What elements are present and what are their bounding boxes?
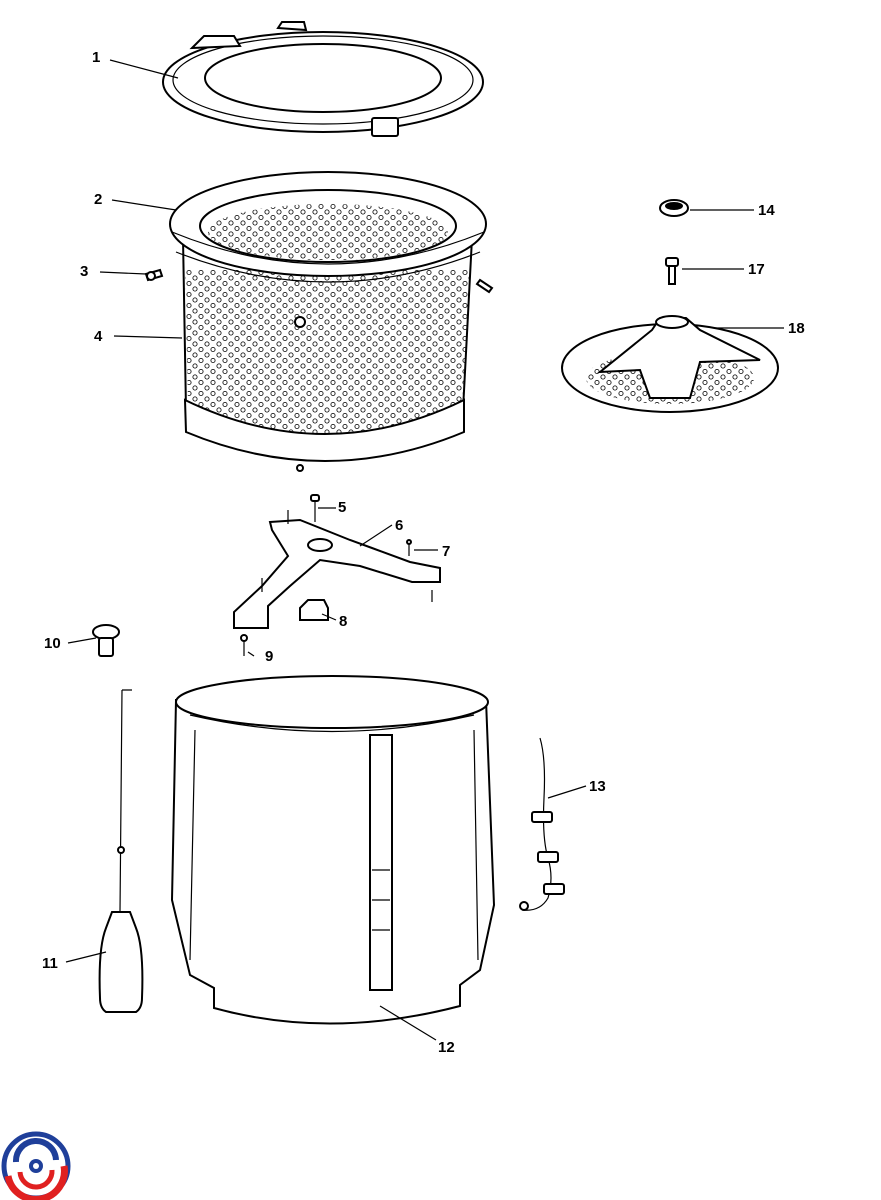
part-7-screw[interactable] [261, 510, 433, 602]
callout-13: 13 [589, 778, 606, 795]
part-6-brace[interactable] [233, 518, 441, 629]
part-4-basket[interactable] [181, 237, 474, 472]
part-8-bumper[interactable] [299, 599, 329, 621]
part-3-screw[interactable] [144, 268, 164, 282]
callout-18: 18 [788, 320, 805, 337]
callout-14: 14 [758, 202, 775, 219]
part-9-screw[interactable] [240, 634, 248, 656]
callout-8: 8 [339, 613, 347, 630]
swirl-logo-icon [1, 1131, 71, 1200]
callout-11: 11 [42, 955, 58, 972]
basket-side-screw [475, 278, 494, 294]
callout-3: 3 [80, 263, 88, 280]
callout-6: 6 [395, 517, 403, 534]
callout-17: 17 [748, 261, 765, 278]
callout-5: 5 [338, 499, 346, 516]
part-17-bolt[interactable] [665, 257, 679, 285]
part-13-wire-harness[interactable] [519, 737, 565, 911]
callout-10: 10 [44, 635, 61, 652]
part-2-basket-top-ring[interactable] [169, 171, 487, 283]
part-12-outer-tub[interactable] [170, 675, 496, 1025]
part-18-pulsator[interactable] [561, 315, 779, 413]
callout-12: 12 [438, 1039, 455, 1056]
basket-center-bolt [294, 316, 306, 328]
callout-2: 2 [94, 191, 102, 208]
callout-1: 1 [92, 49, 100, 66]
callout-7: 7 [442, 543, 450, 560]
part-10-knob[interactable] [92, 624, 120, 657]
callout-4: 4 [94, 328, 103, 345]
part-14-cap[interactable] [659, 199, 689, 217]
part-11-suspension-rod[interactable] [98, 689, 144, 1013]
part-5-bolt[interactable] [310, 494, 320, 522]
leader-lines [65, 59, 784, 1041]
callout-9: 9 [265, 648, 273, 665]
callout-labels: 1 2 3 4 5 6 7 8 9 10 11 12 13 14 17 18 [42, 49, 805, 1056]
part-1-ring[interactable] [162, 21, 484, 137]
